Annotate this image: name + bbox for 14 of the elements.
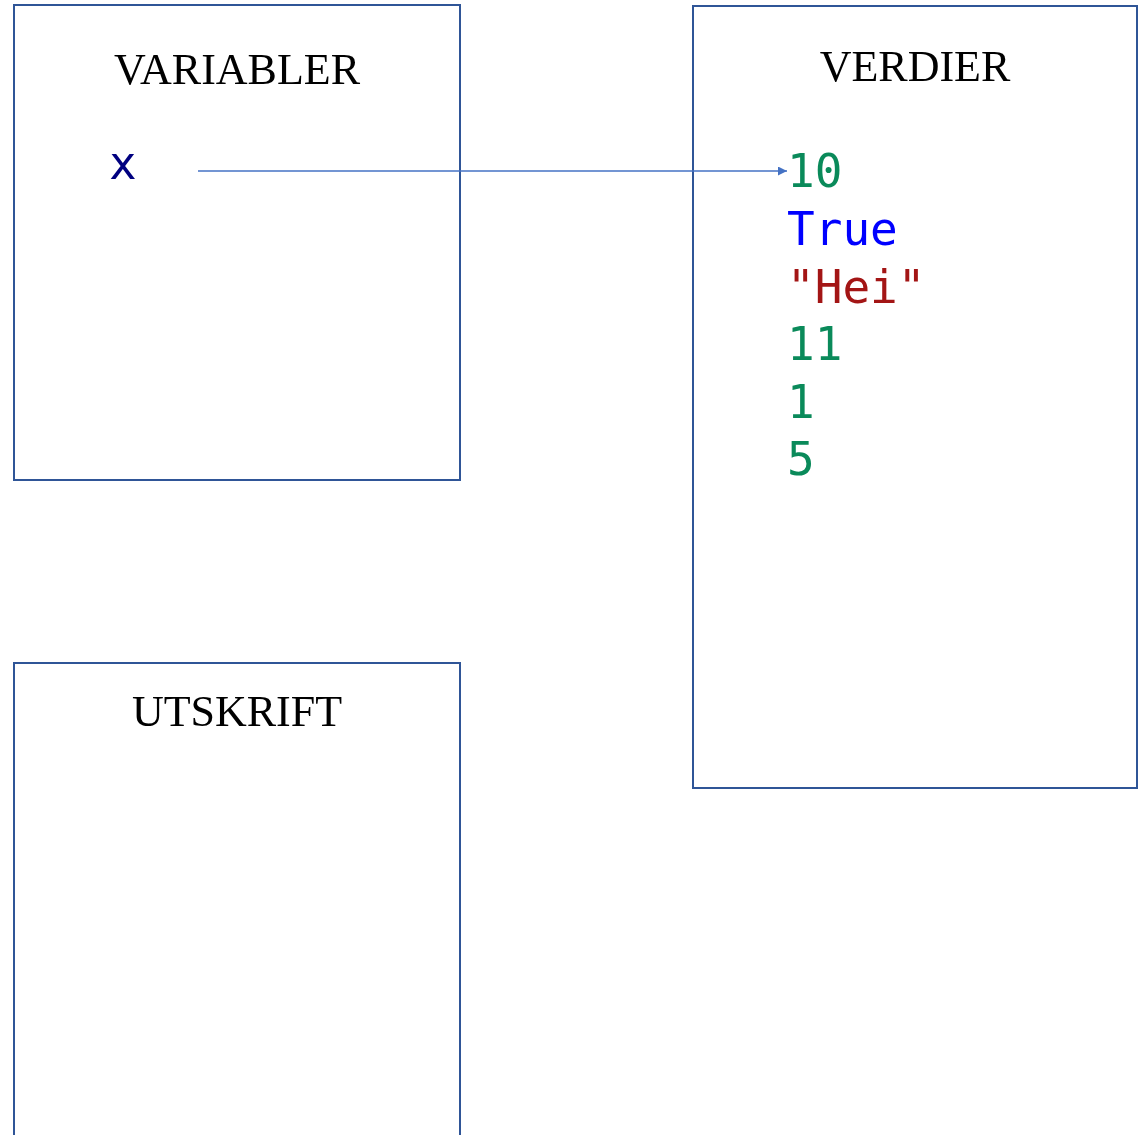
code-value: 5 bbox=[787, 436, 815, 482]
code-value: 1 bbox=[787, 378, 815, 425]
code-value: True bbox=[787, 206, 898, 252]
panel-heading: UTSKRIFT bbox=[130, 686, 344, 737]
code-value: 10 bbox=[787, 148, 843, 194]
arrow bbox=[197, 166, 788, 176]
code-value: 11 bbox=[787, 321, 843, 367]
panel-box bbox=[692, 5, 1138, 789]
panel-heading: VARIABLER bbox=[112, 44, 362, 95]
code-value: "Hei" bbox=[787, 263, 926, 310]
panel-heading: VERDIER bbox=[818, 41, 1012, 92]
code-value: x bbox=[109, 140, 198, 186]
panel-box bbox=[13, 4, 461, 481]
panel-box bbox=[13, 662, 461, 1135]
